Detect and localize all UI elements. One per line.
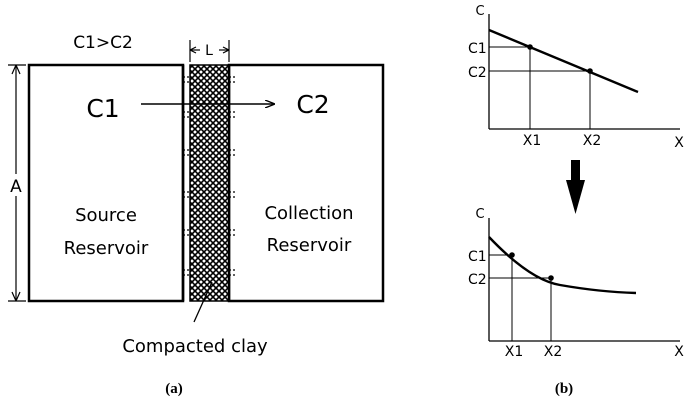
bottom-x2-tick: X2	[544, 344, 563, 360]
area-label-bg	[6, 174, 26, 196]
top-linear-curve	[488, 28, 639, 94]
top-point-2	[587, 68, 593, 74]
top-x1-tick: X1	[523, 133, 542, 149]
bottom-point-1	[509, 252, 515, 258]
collection-label-line2: Reservoir	[267, 235, 352, 256]
clay-leader-line	[193, 281, 213, 323]
top-point-1	[527, 44, 533, 50]
top-x-axis-label: X	[674, 135, 684, 151]
panel-b-bottom-graph: C X C1 C2 X1 X2	[468, 207, 684, 360]
source-label-line2: Reservoir	[64, 238, 149, 259]
bottom-y-axis-label: C	[475, 207, 484, 222]
compacted-clay-column	[189, 64, 230, 302]
length-dimension	[189, 40, 230, 62]
top-c1-tick: C1	[468, 41, 487, 57]
porous-stones	[183, 76, 236, 276]
bottom-x1-tick: X1	[505, 344, 524, 360]
collection-concentration-label: C2	[296, 90, 329, 119]
top-y-axis-label: C	[475, 4, 484, 19]
bottom-c1-tick: C1	[468, 249, 487, 265]
panel-b-top-graph: C X C1 C2 X1 X2	[468, 4, 684, 151]
length-label: L	[205, 43, 213, 59]
panel-a: L C1>C2 A C1 C2 Source Reservoir Collect…	[6, 33, 385, 397]
clay-label: Compacted clay	[122, 336, 268, 357]
top-x2-tick: X2	[583, 133, 602, 149]
bottom-c2-tick: C2	[468, 272, 487, 288]
panel-b-caption: (b)	[555, 381, 573, 397]
top-c2-tick: C2	[468, 65, 487, 81]
bottom-decay-curve	[488, 236, 637, 295]
down-arrow	[566, 160, 585, 214]
panel-a-caption: (a)	[165, 381, 183, 397]
source-label-line1: Source	[75, 205, 137, 226]
collection-label-line1: Collection	[264, 203, 353, 224]
area-label: A	[10, 177, 22, 197]
bottom-x-axis-label: X	[674, 344, 684, 360]
concentration-condition: C1>C2	[73, 33, 133, 53]
source-concentration-label: C1	[86, 94, 119, 123]
bottom-point-2	[548, 275, 554, 281]
